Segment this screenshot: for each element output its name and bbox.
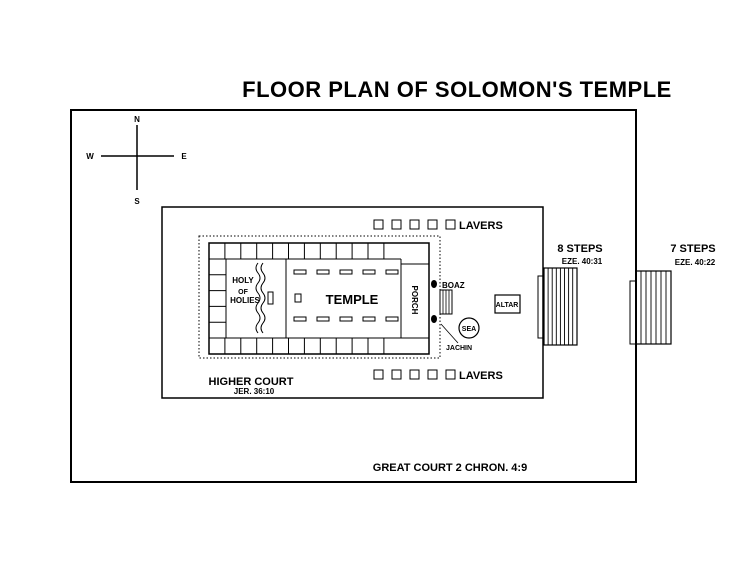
steps7-ref: EZE. 40:22	[675, 258, 716, 267]
pillar-jachin	[431, 315, 437, 323]
steps8-label: 8 STEPS	[557, 243, 602, 255]
ark	[267, 291, 274, 305]
holy-label-line2: OF	[238, 289, 248, 296]
steps8-ref: EZE. 40:31	[562, 257, 603, 266]
porch-steps	[439, 289, 453, 315]
seven-steps-gate	[629, 270, 672, 345]
lavers-bottom-label: LAVERS	[459, 370, 503, 382]
veil	[260, 262, 266, 334]
porch-label: PORCH	[410, 286, 419, 315]
higher-court-label: HIGHER COURT	[209, 376, 294, 388]
compass-south: S	[134, 197, 140, 206]
lavers-south	[373, 369, 456, 380]
eight-steps-gate	[537, 267, 578, 346]
boaz-label: BOAZ	[442, 281, 465, 290]
altar-of-incense	[294, 293, 302, 303]
pillar-boaz	[431, 280, 437, 288]
compass-east: E	[181, 152, 187, 161]
higher-court	[161, 206, 544, 399]
jachin-label: JACHIN	[446, 345, 472, 352]
great-court-label: GREAT COURT 2 CHRON. 4:9	[373, 462, 527, 474]
lavers-north	[373, 219, 456, 230]
lavers-top-label: LAVERS	[459, 220, 503, 232]
altar-label: ALTAR	[496, 302, 519, 309]
holy-label-line3: HOLIES	[230, 296, 260, 305]
higher-court-ref: JER. 36:10	[234, 387, 275, 396]
compass-west: W	[86, 152, 94, 161]
temple-furnishings	[293, 269, 399, 322]
bronze-sea	[458, 317, 480, 339]
altar	[494, 294, 521, 314]
steps7-label: 7 STEPS	[670, 243, 715, 255]
side-chambers	[208, 243, 385, 354]
compass-north: N	[134, 115, 140, 124]
sea-label: SEA	[462, 326, 476, 333]
porch	[400, 263, 430, 339]
holy-label-line1: HOLY	[232, 276, 254, 285]
temple-label: TEMPLE	[326, 292, 379, 307]
jachin-leader-line	[440, 323, 459, 344]
diagram-title: FLOOR PLAN OF SOLOMON'S TEMPLE	[242, 77, 672, 102]
compass-rose: N S E W	[86, 115, 187, 206]
